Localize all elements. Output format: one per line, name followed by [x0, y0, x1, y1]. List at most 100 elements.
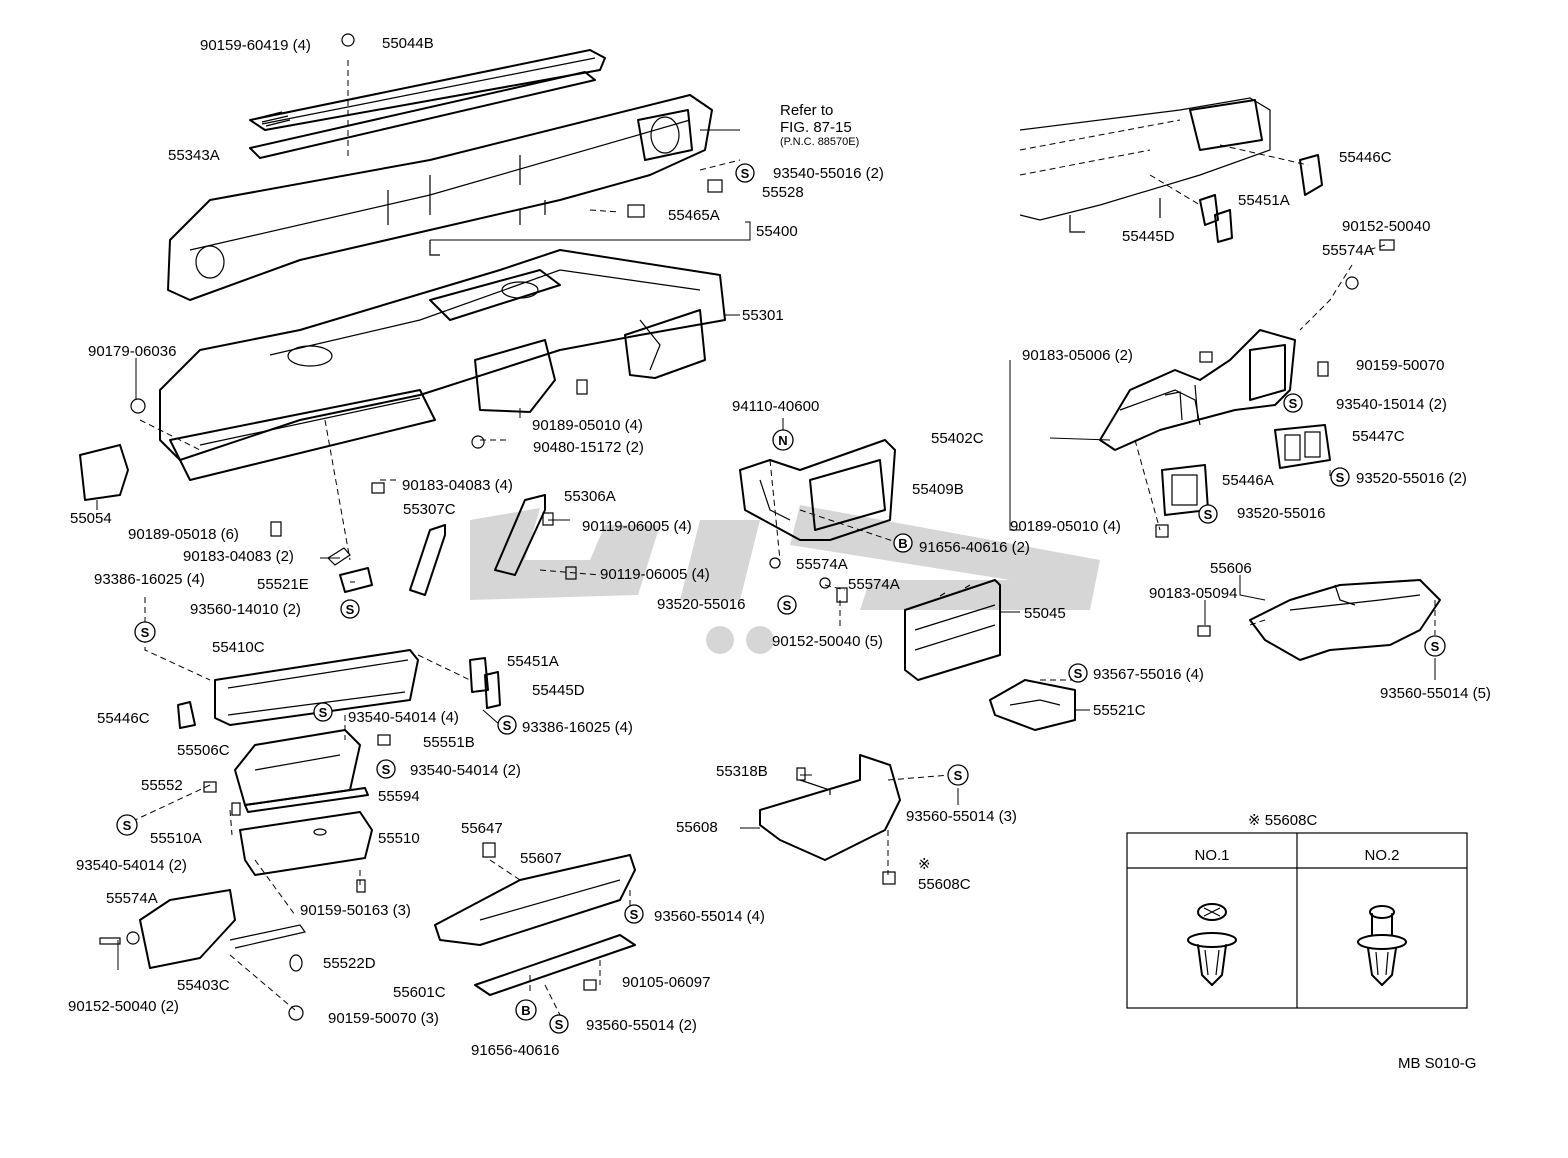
hardware-fasteners: [99, 33, 1395, 1021]
label-p48: 93560-55014 (4): [654, 908, 765, 925]
label-p51: 93560-55014 (2): [586, 1017, 697, 1034]
svg-text:S: S: [954, 768, 963, 783]
part-55403c-panel: [139, 889, 307, 969]
label-p47: 55607: [520, 850, 562, 867]
part-55510-door: [239, 811, 373, 876]
label-p55: 91656-40616 (2): [919, 539, 1030, 556]
label-p35: 55552: [141, 777, 183, 794]
svg-text:S: S: [141, 625, 150, 640]
label-p65: 93560-55014 (3): [906, 808, 1017, 825]
part-55306a-bracket: [494, 494, 546, 576]
label-p60: 55045: [1024, 605, 1066, 622]
note-mark: ※: [918, 856, 931, 873]
symbol-s: S: [777, 595, 797, 615]
symbol-s: S: [735, 163, 755, 183]
label-p22: 55521E: [257, 576, 309, 593]
symbol-s: S: [947, 764, 969, 786]
part-55447c-switch: [1274, 424, 1331, 469]
symbol-n: N: [772, 429, 794, 451]
part-55601c-strip: [474, 934, 636, 996]
clip-table-col1: NO.1: [1194, 847, 1229, 864]
label-p13: 90189-05010 (4): [532, 417, 643, 434]
label-p58: 93520-55016: [657, 596, 745, 613]
label-p9: 55465A: [668, 207, 720, 224]
label-p63: 55318B: [716, 763, 768, 780]
label-p71: 55574A: [1322, 242, 1374, 259]
label-p27: 55451A: [507, 653, 559, 670]
label-p64: 55608: [676, 819, 718, 836]
label-p33: 55551B: [423, 734, 475, 751]
label-p12: 90179-06036: [88, 343, 176, 360]
diagram-code: MB S010-G: [1398, 1055, 1476, 1072]
label-p5: FIG. 87-15: [780, 119, 852, 136]
label-p42: 55522D: [323, 955, 376, 972]
label-p21: 90183-04083 (2): [183, 548, 294, 565]
label-p6: (P.N.C. 88570E): [780, 136, 859, 148]
label-p10: 55400: [756, 223, 798, 240]
svg-text:S: S: [503, 718, 512, 733]
part-55044b-pad: [249, 49, 606, 159]
part-55521c-tray: [989, 679, 1076, 731]
label-p32: 55506C: [177, 742, 230, 759]
label-p20: 90119-06005 (4): [582, 518, 692, 535]
part-55307c-bracket: [409, 524, 446, 596]
clip-table: ※ 55608C NO.1 NO.2: [1126, 812, 1468, 1009]
part-55301-dashboard: [159, 249, 726, 481]
label-p76: 55447C: [1352, 428, 1405, 445]
part-55400-upper-panel: [167, 94, 713, 301]
label-p54: 55409B: [912, 481, 964, 498]
label-p75: 93540-15014 (2): [1336, 396, 1447, 413]
symbol-s: S: [549, 1014, 569, 1034]
label-p73: 90159-50070: [1356, 357, 1444, 374]
label-p78: 93520-55016 (2): [1356, 470, 1467, 487]
symbol-s: S: [1283, 393, 1303, 413]
part-dash-right-view: [1019, 97, 1309, 233]
label-p79: 90189-05010 (4): [1010, 518, 1121, 535]
symbol-s: S: [340, 599, 360, 619]
part-55451a-upper: [1199, 194, 1219, 226]
svg-text:S: S: [1289, 396, 1298, 411]
label-p34: 93540-54014 (2): [410, 762, 521, 779]
part-55594-strip: [244, 787, 369, 813]
svg-text:S: S: [319, 705, 328, 720]
svg-text:N: N: [778, 433, 787, 448]
label-p19: 55307C: [403, 501, 456, 518]
part-55409b-bezel: [739, 439, 896, 541]
label-p25: 93560-14010 (2): [190, 601, 301, 618]
symbol-s: S: [1424, 635, 1446, 657]
label-p11: 55301: [742, 307, 784, 324]
label-p1: 90159-60419 (4): [200, 37, 311, 54]
symbol-b: B: [515, 999, 537, 1021]
svg-text:S: S: [1074, 666, 1083, 681]
symbol-b: B: [893, 533, 913, 553]
label-p38: 55510: [378, 830, 420, 847]
part-55045-frame: [904, 579, 1001, 681]
part-55054-end-cap: [79, 444, 129, 501]
circled-symbols: S S S S S S S S S B N B S S S S S S S ※: [116, 163, 1446, 1034]
label-p36: 55594: [378, 788, 420, 805]
label-p66: 55608C: [918, 876, 971, 893]
clip-table-title: ※ 55608C: [1248, 812, 1317, 829]
svg-text:S: S: [1431, 639, 1440, 654]
clip-table-col2: NO.2: [1364, 847, 1399, 864]
leader-lines: [96, 60, 1436, 1016]
label-p44: 90152-50040 (2): [68, 998, 179, 1015]
symbol-s: S: [1068, 663, 1088, 683]
part-55445d-upper: [1214, 209, 1233, 243]
svg-text:S: S: [382, 762, 391, 777]
symbol-s: S: [1330, 467, 1350, 487]
label-p46: 55647: [461, 820, 503, 837]
symbol-s: S: [1198, 504, 1218, 524]
label-p26: 55410C: [212, 639, 265, 656]
label-p77: 55446A: [1222, 472, 1274, 489]
part-labels: 90159-60419 (4) 55044B 55343A Refer to F…: [68, 35, 1491, 1059]
label-p59: 90152-50040 (5): [772, 633, 883, 650]
svg-text:S: S: [123, 818, 132, 833]
label-p82: 90183-05094: [1149, 585, 1237, 602]
watermark-logo: [470, 505, 1100, 654]
label-p50: 55601C: [393, 984, 446, 1001]
label-p24: 93386-16025 (4): [94, 571, 205, 588]
symbol-s: S: [497, 715, 517, 735]
label-p80: 93520-55016: [1237, 505, 1325, 522]
label-p3: 55343A: [168, 147, 220, 164]
